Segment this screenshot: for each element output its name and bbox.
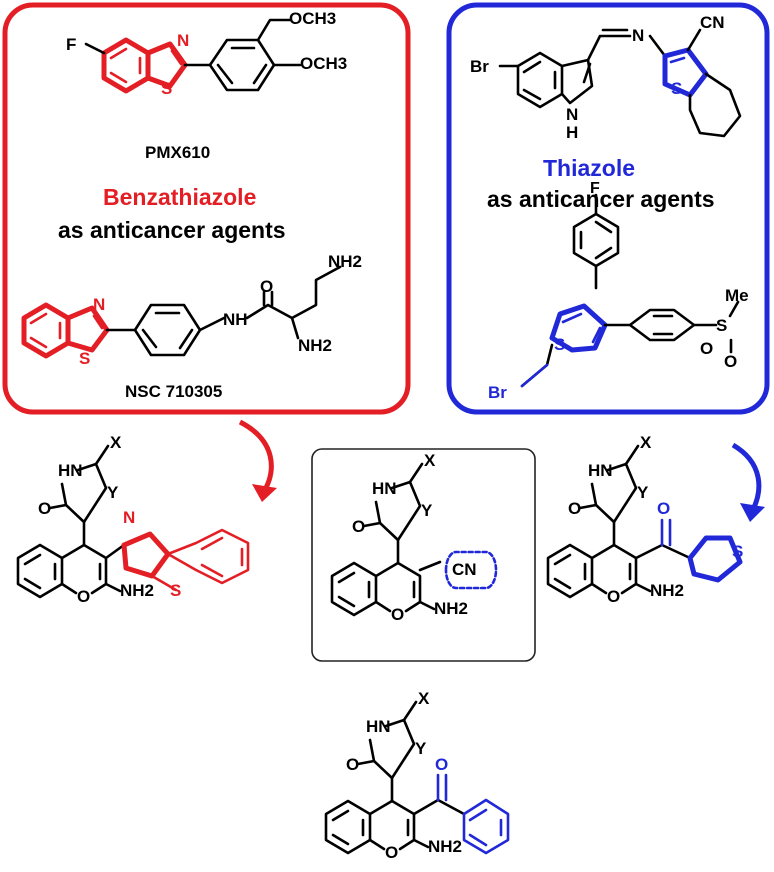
center-atom-y: Y bbox=[421, 501, 433, 520]
compound-name-pmx610: PMX610 bbox=[145, 143, 211, 162]
left-atom-y: Y bbox=[107, 483, 119, 502]
left-atom-n: N bbox=[123, 508, 136, 527]
blue-panel-frame bbox=[446, 2, 770, 415]
methoxy-label-2: OCH3 bbox=[300, 54, 348, 73]
bottom-atom-o-carbonyl: O bbox=[346, 755, 360, 774]
nsc710305-structure bbox=[21, 265, 342, 359]
atom-s-nsc: S bbox=[79, 349, 91, 368]
atom-n-nsc: N bbox=[93, 295, 106, 314]
atom-nh2-terminal: NH2 bbox=[328, 252, 363, 271]
atom-s-thiophene: S bbox=[671, 79, 683, 98]
red-panel-heading: Benzathiazole bbox=[103, 184, 257, 210]
bottom-atom-nh2: NH2 bbox=[428, 837, 463, 856]
compound-name-nsc: NSC 710305 bbox=[125, 382, 223, 401]
atom-nh2-alpha: NH2 bbox=[298, 336, 333, 355]
right-atom-o-carbonyl: O bbox=[568, 499, 582, 518]
thiophene-sulfone-structure bbox=[520, 193, 740, 388]
center-atom-cn: CN bbox=[452, 560, 477, 579]
red-panel-frame bbox=[2, 2, 411, 415]
scaffold-structures bbox=[16, 444, 743, 855]
atom-o-amide: O bbox=[260, 277, 274, 296]
right-atom-nh2: NH2 bbox=[650, 581, 685, 600]
red-arrow-head bbox=[252, 484, 277, 502]
atom-o-sulfone-2: O bbox=[724, 352, 738, 371]
left-atom-hn: HN bbox=[58, 461, 83, 480]
blue-panel-subheading: as anticancer agents bbox=[487, 186, 715, 212]
red-panel-subheading: as anticancer agents bbox=[58, 217, 286, 243]
left-atom-o-ring: O bbox=[77, 587, 91, 606]
blue-panel-heading: Thiazole bbox=[543, 155, 636, 181]
bottom-atom-o-ketone: O bbox=[435, 755, 449, 774]
atom-nh-amide: NH bbox=[223, 310, 248, 329]
right-atom-hn: HN bbox=[588, 461, 613, 480]
center-compound-frame bbox=[311, 448, 536, 662]
right-atom-o-ketone: O bbox=[657, 499, 671, 518]
right-atom-o-ring: O bbox=[607, 587, 621, 606]
right-atom-s: S bbox=[732, 542, 744, 561]
cn-dashed-highlight bbox=[444, 550, 498, 590]
atom-s-thiophene-2: S bbox=[554, 335, 566, 354]
left-atom-nh2: NH2 bbox=[120, 581, 155, 600]
atom-o-sulfone-1: O bbox=[700, 339, 714, 358]
atom-br-indole: Br bbox=[470, 57, 489, 76]
center-atom-hn: HN bbox=[372, 479, 397, 498]
left-atom-x: X bbox=[110, 433, 122, 452]
center-atom-o-carbonyl: O bbox=[352, 517, 366, 536]
right-atom-x: X bbox=[640, 433, 652, 452]
bottom-atom-y: Y bbox=[415, 739, 427, 758]
center-pyran-ring bbox=[374, 561, 422, 613]
atom-n-imine: N bbox=[632, 26, 645, 45]
left-atom-s: S bbox=[170, 581, 182, 600]
left-atom-o-carbonyl: O bbox=[38, 499, 52, 518]
atom-s: S bbox=[161, 79, 173, 98]
atom-me: Me bbox=[725, 286, 749, 305]
atom-n: N bbox=[177, 31, 190, 50]
pmx610-structure bbox=[84, 18, 302, 94]
blue-arrow-head bbox=[740, 503, 765, 522]
bottom-atom-x: X bbox=[418, 689, 430, 708]
indole-thiophene-structure bbox=[498, 28, 742, 138]
atom-br-thiophene: Br bbox=[488, 383, 507, 402]
center-atom-o-ring: O bbox=[391, 605, 405, 624]
center-atom-nh2: NH2 bbox=[434, 599, 469, 618]
bottom-atom-o-ring: O bbox=[385, 843, 399, 862]
methoxy-label-1: OCH3 bbox=[289, 9, 337, 28]
red-arrow bbox=[238, 419, 274, 497]
atom-cn-thiophene: CN bbox=[700, 13, 725, 32]
atom-f-phenyl: F bbox=[590, 180, 600, 197]
bottom-atom-hn: HN bbox=[366, 717, 391, 736]
atom-nh-indole: N H bbox=[566, 105, 579, 142]
right-atom-y: Y bbox=[637, 483, 649, 502]
atom-f: F bbox=[66, 35, 77, 54]
atom-s-sulfone: S bbox=[716, 316, 728, 335]
center-atom-x: X bbox=[424, 451, 436, 470]
